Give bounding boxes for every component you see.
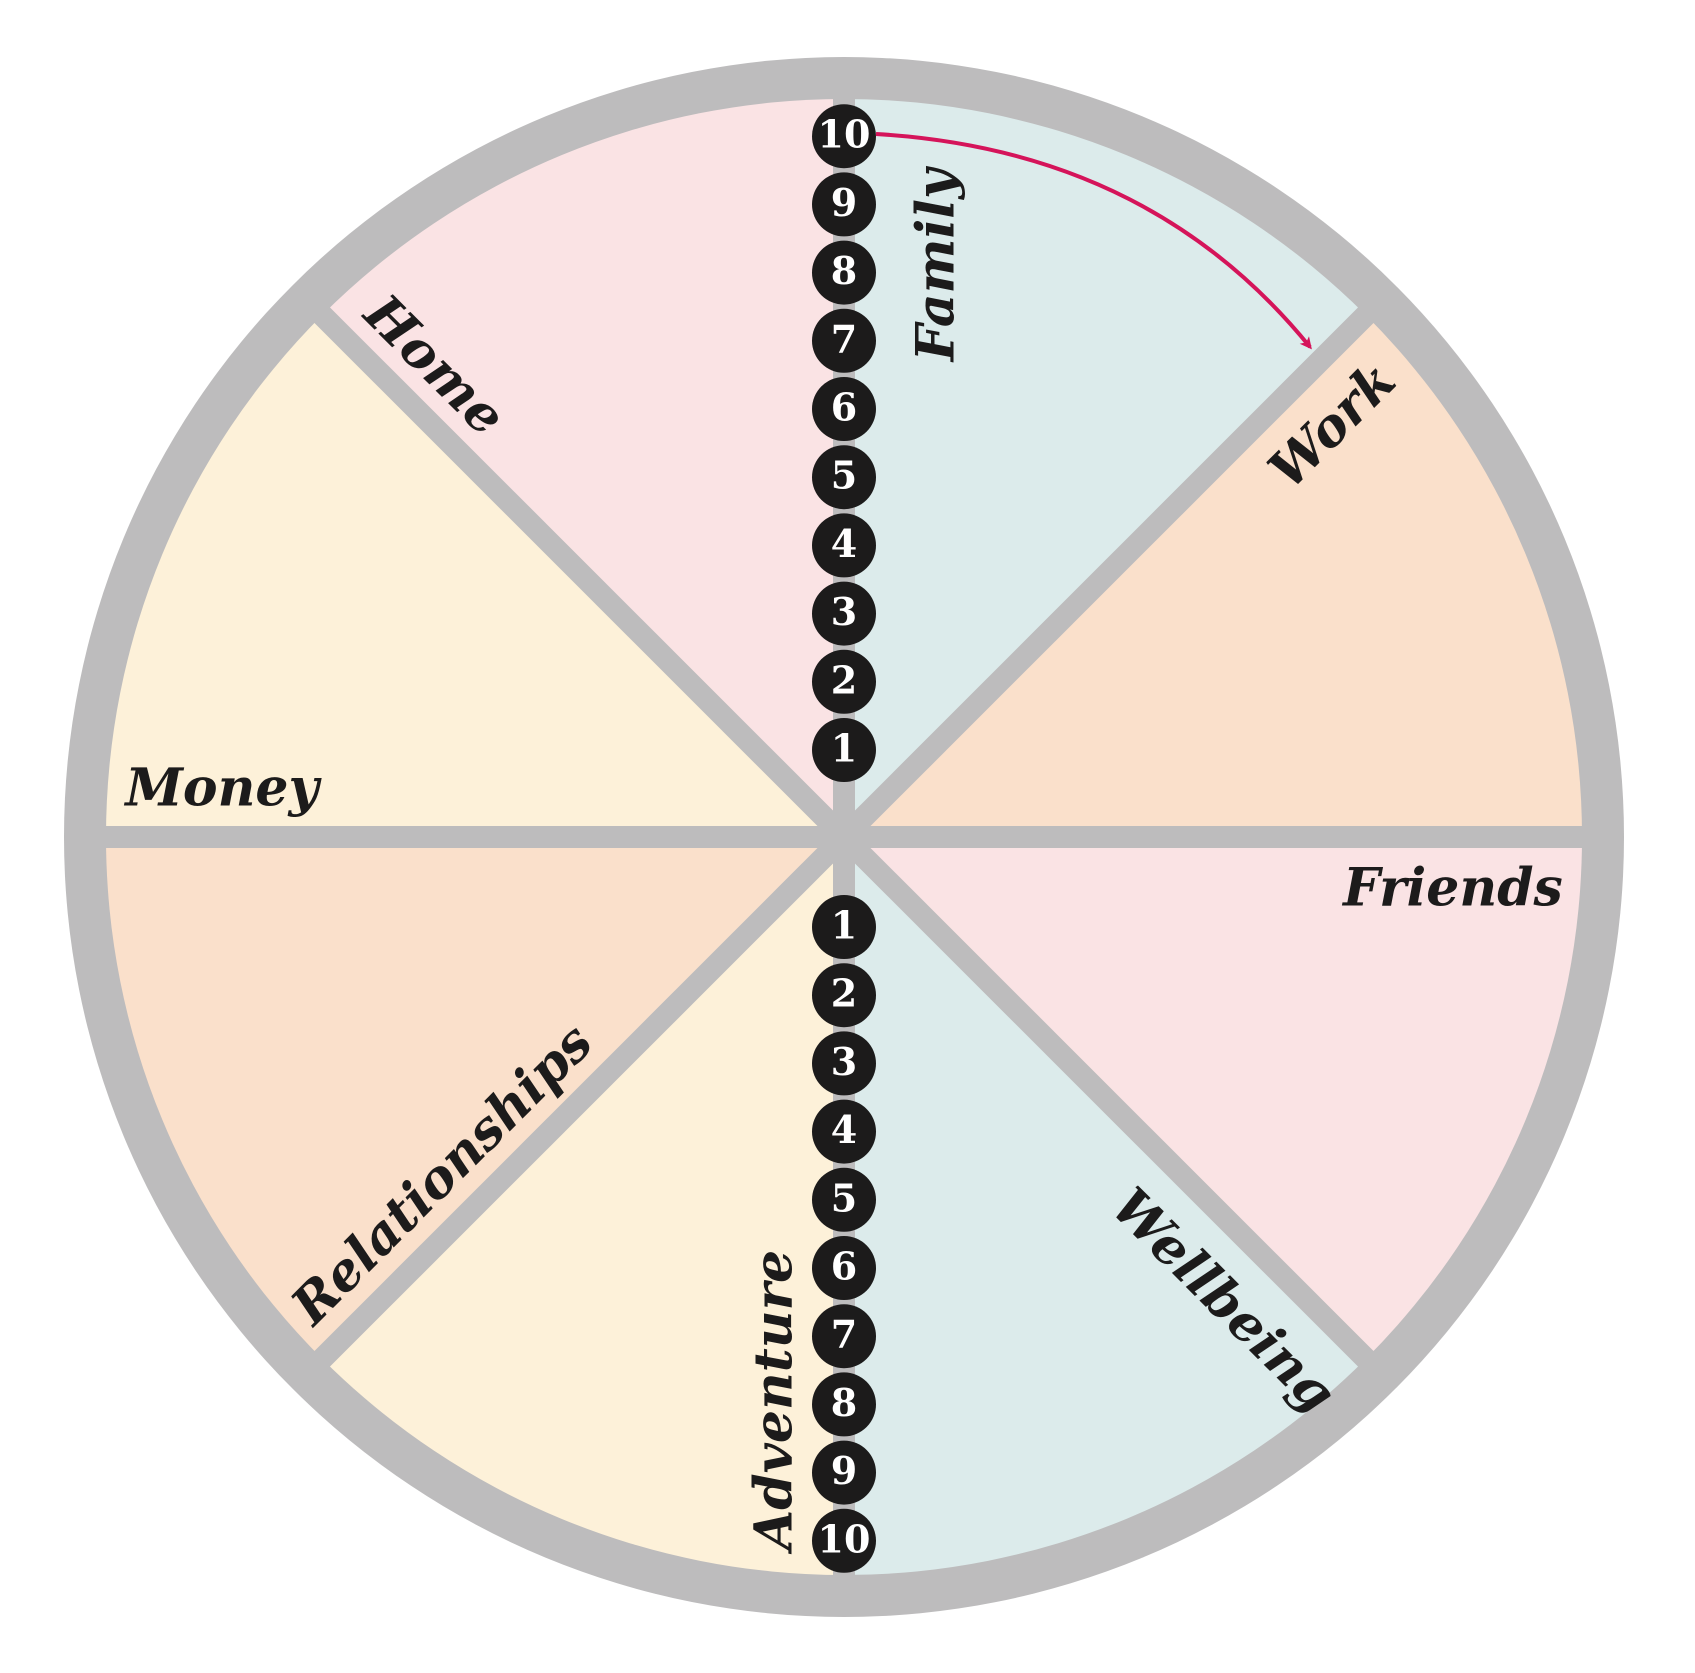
segment-wellbeing [844, 837, 1366, 1575]
scale-badge [812, 104, 876, 169]
scale-badge [812, 1372, 876, 1437]
scale-number: 7 [831, 1312, 857, 1357]
rotate-arrow [875, 132, 1312, 350]
scale-number: 9 [831, 1448, 857, 1493]
scale-number: 10 [818, 1516, 871, 1561]
segment-label-adventure: Adventure [744, 1250, 805, 1555]
scale-upper: 1 2 3 4 5 6 7 8 9 10 [812, 104, 876, 782]
segment-money [106, 315, 844, 838]
scale-badge [812, 1167, 876, 1232]
scale-badge [812, 240, 876, 305]
scale-number: 5 [831, 453, 857, 498]
scale-badge [812, 513, 876, 578]
divider-line [310, 303, 1378, 1371]
scale-badge [812, 649, 876, 714]
scale-number: 1 [831, 726, 857, 771]
segments [106, 99, 1582, 1575]
scale-number: 2 [831, 971, 857, 1016]
scale-number: 4 [831, 1107, 857, 1152]
scale-badge [812, 1236, 876, 1300]
scale-badge [812, 445, 876, 510]
scale-badge [812, 718, 876, 782]
scale-number: 1 [831, 903, 857, 948]
scale-number: 9 [831, 180, 857, 225]
scale-badge [812, 308, 876, 373]
segment-friends [844, 837, 1582, 1359]
segment-label-family: Family [906, 165, 967, 363]
scale-number: 10 [818, 112, 871, 157]
scale-number: 4 [831, 521, 857, 566]
segment-work [844, 315, 1582, 838]
scale-number: 6 [831, 1244, 857, 1289]
scale-number: 3 [831, 1039, 857, 1084]
segment-adventure [322, 837, 845, 1575]
scale-number: 3 [831, 589, 857, 634]
scale-number: 6 [831, 385, 857, 430]
scale-badge [812, 581, 876, 646]
segment-relationships [106, 837, 844, 1359]
scale-badge [812, 1304, 876, 1369]
scale-badge [812, 377, 876, 441]
scale-badge [812, 1440, 876, 1505]
scale-number: 8 [831, 248, 857, 293]
scale-number: 7 [831, 316, 857, 361]
scale-number: 5 [831, 1175, 857, 1220]
segment-home [322, 99, 845, 837]
segment-family [844, 99, 1366, 837]
scale-lower: 1 2 3 4 5 6 7 8 9 10 [812, 895, 876, 1573]
segment-label-friends: Friends [1341, 858, 1563, 919]
segment-label-money: Money [123, 758, 322, 819]
scale-number: 8 [831, 1380, 857, 1425]
scale-badge [812, 172, 876, 237]
scale-badge [812, 1508, 876, 1573]
scale-number: 2 [831, 657, 857, 702]
scale-badge [812, 1099, 876, 1164]
scale-badge [812, 963, 876, 1028]
scale-badge [812, 895, 876, 959]
scale-badge [812, 1031, 876, 1096]
